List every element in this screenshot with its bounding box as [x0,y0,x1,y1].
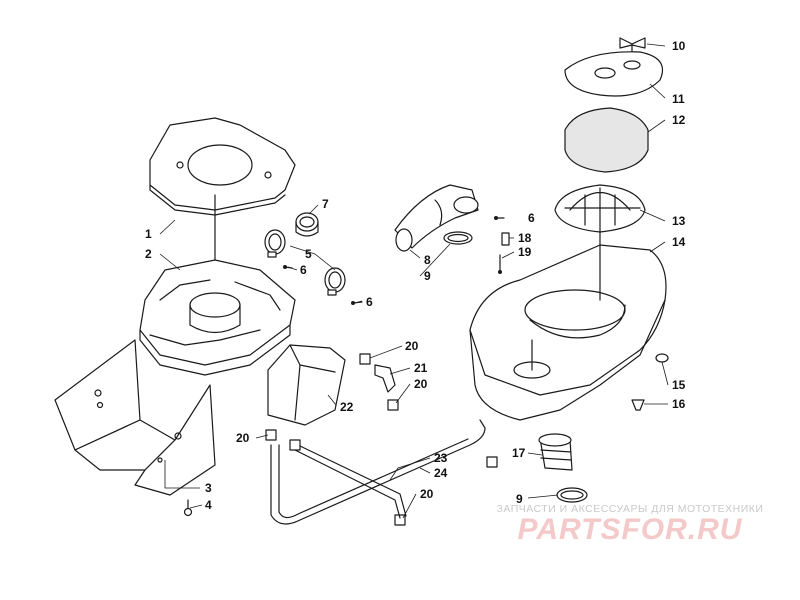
callout-19: 19 [518,245,532,259]
callout-9a: 9 [424,269,431,283]
callout-6a: 6 [300,263,307,277]
part-11-filter-cover [564,51,664,97]
part-4-screw [183,499,193,517]
callout-labels: 1 2 3 4 5 6 6 6 7 8 9 9 10 11 12 13 14 1… [145,39,686,512]
watermark: ЗАПЧАСТИ И АКСЕССУАРЫ ДЛЯ МОТОТЕХНИКИ PA… [470,503,790,547]
part-14-airbox-housing [469,229,667,421]
callout-23: 23 [434,451,448,465]
callout-14: 14 [672,235,686,249]
callout-1: 1 [145,227,152,241]
callout-9b: 9 [516,492,523,506]
callout-18: 18 [518,231,532,245]
part-18-fitting [501,232,510,246]
callout-16: 16 [672,397,686,411]
part-9-clamp-upper [443,231,473,245]
callout-5: 5 [305,247,312,261]
part-17-intake-boot [538,433,573,471]
callout-15: 15 [672,378,686,392]
part-3-bracket-plate [54,339,216,496]
callout-6b: 6 [366,295,373,309]
part-20-fitting-a [359,353,371,365]
callout-22: 22 [340,400,354,414]
callout-3: 3 [205,481,212,495]
part-21-elbow [374,364,396,393]
callout-21: 21 [414,361,428,375]
callout-4: 4 [205,498,212,512]
part-12-foam-filter [564,107,649,173]
leader-lines [159,43,669,519]
part-19-pin [498,254,502,274]
part-20-fitting-b [387,399,399,411]
part-6-screw-c [494,216,505,220]
part-22-reservoir [267,344,346,426]
callout-20b: 20 [414,377,428,391]
callout-17: 17 [512,446,526,460]
part-7-sleeve [295,212,319,237]
callout-12: 12 [672,113,686,127]
callout-7: 7 [322,197,329,211]
callout-20c: 20 [236,431,250,445]
part-5-clamp-lower [324,267,346,296]
callout-8: 8 [424,253,431,267]
watermark-logo: PARTSFOR.RU [517,513,743,546]
part-20-fitting-d [394,456,498,526]
part-16-push-pin [631,399,645,411]
callout-11: 11 [672,92,685,106]
part-9-clamp-lower [556,487,588,503]
part-15-grommet [655,353,669,363]
callout-20a: 20 [405,339,419,353]
part-24-hose [294,445,407,519]
callout-24: 24 [434,466,448,480]
callout-10: 10 [672,39,686,53]
part-13-filter-frame [554,184,646,233]
part-6-screw-a [283,265,293,269]
part-8-intake-duct [394,184,479,252]
callout-6c: 6 [528,211,535,225]
callout-13: 13 [672,214,686,228]
callout-20d: 20 [420,487,434,501]
callout-2: 2 [145,247,152,261]
part-5-clamp-upper [264,229,286,258]
part-23-hose [270,419,486,525]
part-2-airbox-lower [139,259,296,376]
watermark-caption: ЗАПЧАСТИ И АКСЕССУАРЫ ДЛЯ МОТОТЕХНИКИ [496,503,764,515]
